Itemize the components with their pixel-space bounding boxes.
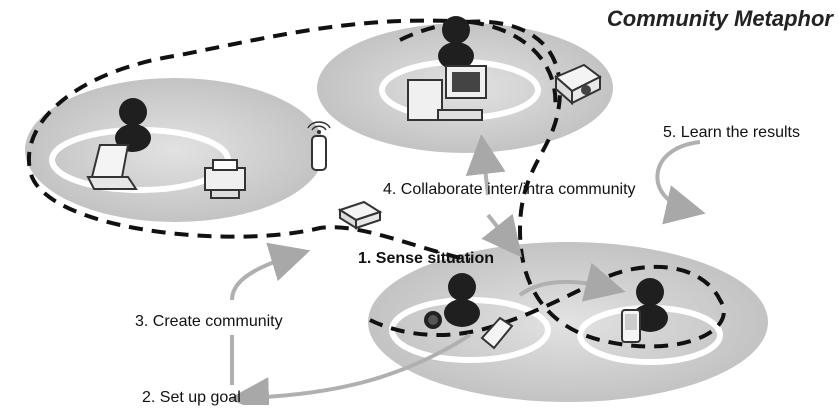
person-icon <box>115 98 151 152</box>
dashed-boundary-left <box>26 18 471 262</box>
arrow-collab-down <box>481 213 522 258</box>
laptop-icon <box>86 144 138 190</box>
step-collaborate-label: 4. Collaborate inter/intra community <box>383 181 636 198</box>
person-icon <box>444 273 480 327</box>
router-icon <box>337 200 383 230</box>
phone-icon <box>480 316 514 350</box>
step-goal-label: 2. Set up goal <box>142 389 241 406</box>
diagram-title: Community Metaphor <box>606 6 833 31</box>
desktop-computer-icon <box>407 65 487 121</box>
step-sense-label: 1. Sense situation <box>358 250 495 267</box>
antenna-icon <box>307 121 331 171</box>
pda-icon <box>621 309 641 343</box>
printer-icon <box>204 159 246 199</box>
community-left <box>25 78 325 222</box>
sensor-icon <box>424 311 442 329</box>
step-create-label: 3. Create community <box>135 313 283 330</box>
dashed-boundary-top <box>369 19 726 349</box>
step-learn-label: 5. Learn the results <box>663 124 800 141</box>
arrow-learn <box>655 140 706 225</box>
person-icon <box>438 16 474 70</box>
projector-icon <box>554 63 602 106</box>
arrow-goal <box>229 333 472 410</box>
arrow-collab-up <box>465 134 506 196</box>
arrow-sense <box>518 262 626 302</box>
dashed-boundary-inner <box>469 20 558 111</box>
arrow-create-up <box>230 242 311 301</box>
